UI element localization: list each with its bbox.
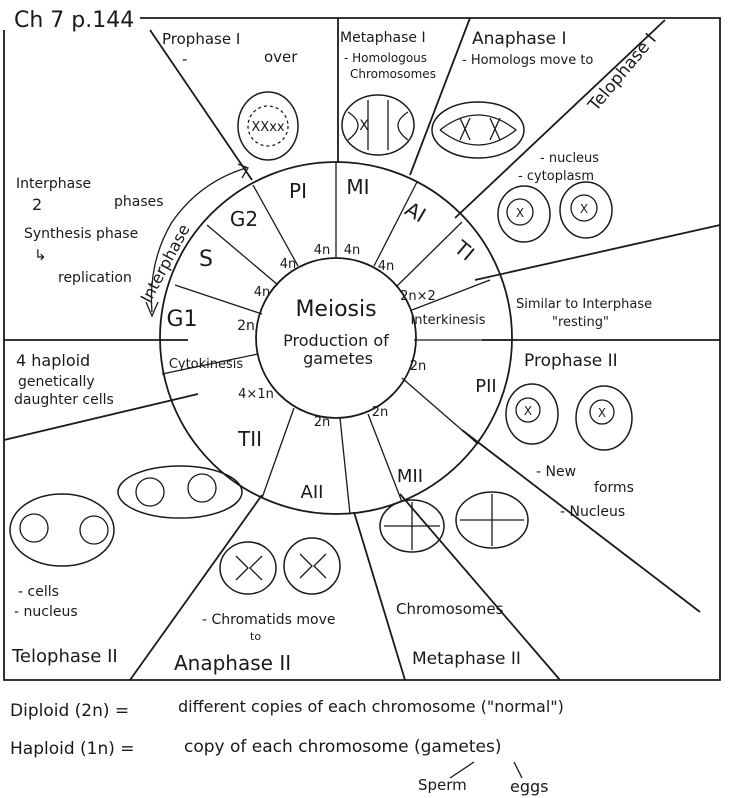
interphase-note-l2: 2 <box>32 195 42 214</box>
ring-label-s: S <box>199 247 213 272</box>
prophase-2-note3: - Nucleus <box>560 504 625 520</box>
metaphase-2-note: Chromosomes <box>396 600 504 618</box>
prophase-2-cells: X X <box>505 383 633 451</box>
ploidy-aii: 2n <box>314 415 331 430</box>
haploid-label: Haploid (1n) = <box>10 739 135 759</box>
center-title: Meiosis <box>295 297 376 322</box>
metaphase-2-cells <box>379 491 529 553</box>
prophase-2-note2: forms <box>594 480 634 496</box>
prophase-2-chromosome-a: X <box>524 404 532 418</box>
interphase-note-l4: ↳ <box>34 246 47 264</box>
sperm-label: Sperm <box>418 776 467 794</box>
telophase-1-cells: X X <box>497 181 613 243</box>
prophase-2-note1: - New <box>536 464 576 480</box>
ring-label-metaphase-2: MII <box>397 466 423 487</box>
prophase-1-note: over <box>264 48 298 66</box>
ring-label-metaphase-1: MI <box>346 175 369 199</box>
sperm-connector <box>449 761 475 779</box>
ring-label-cytokinesis: Cytokinesis <box>169 357 244 372</box>
anaphase-2-note2: to <box>250 630 261 643</box>
ploidy-tii: 4×1n <box>238 387 274 402</box>
prophase-1-dash: - <box>182 50 187 68</box>
diploid-text: different copies of each chromosome ("no… <box>178 697 564 716</box>
diploid-label: Diploid (2n) = <box>10 701 129 721</box>
interphase-arrow-head <box>145 301 159 318</box>
interkinesis-note-l1: Similar to Interphase <box>516 297 652 312</box>
anaphase-2-title: Anaphase II <box>174 651 291 675</box>
ring-label-anaphase-1: AI <box>401 197 430 228</box>
ring-label-anaphase-2: AII <box>301 482 324 503</box>
metaphase-1-chromosome: X <box>359 118 369 134</box>
prophase-2-chromosome-b: X <box>598 406 606 420</box>
interphase-note-l3: Synthesis phase <box>24 226 138 242</box>
interphase-arrow <box>150 167 247 313</box>
ring-dividers <box>161 162 512 515</box>
prophase-1-cell: XXxx <box>237 91 299 161</box>
interphase-note-l5: replication <box>58 270 132 286</box>
interphase-note-l1: Interphase <box>16 176 91 192</box>
outer-frame <box>3 17 721 681</box>
ring-label-telophase-2: TII <box>237 427 262 451</box>
prophase-2-title: Prophase II <box>524 351 618 371</box>
interkinesis-note-l2: "resting" <box>552 315 609 330</box>
eggs-label: eggs <box>510 777 549 796</box>
interphase-note-l2b: phases <box>114 194 164 210</box>
ploidy-mi: 4n <box>314 243 331 258</box>
ploidy-pi: 4n <box>280 257 297 272</box>
ploidy-pii: 2n <box>410 359 427 374</box>
cytokinesis-note-l1: 4 haploid <box>16 351 90 370</box>
ring-label-prophase-1: PI <box>289 179 307 203</box>
anaphase-2-cells <box>219 537 341 595</box>
center-line1: Production of <box>283 331 389 350</box>
telophase-1-note1: - nucleus <box>540 151 599 166</box>
ring-label-interkinesis: Interkinesis <box>410 313 485 328</box>
ploidy-ai-b: 4n <box>378 259 395 274</box>
telophase-2-note2: - nucleus <box>14 604 78 620</box>
ring-label-g2: G2 <box>230 207 258 231</box>
metaphase-1-note2: Chromosomes <box>350 67 436 81</box>
cytokinesis-note-l2: genetically <box>18 374 95 390</box>
metaphase-1-note1: - Homologous <box>344 51 427 65</box>
anaphase-2-note1: - Chromatids move <box>202 612 336 628</box>
telophase-1-chromosome-a: X <box>516 206 524 220</box>
telophase-1-note2: - cytoplasm <box>518 169 594 184</box>
telophase-2-note1: - cells <box>18 584 59 600</box>
ring-label-telophase-1: TI <box>449 235 479 266</box>
ploidy-ai: 4n <box>344 243 361 258</box>
telophase-2-cells <box>9 465 243 567</box>
radial-spokes <box>3 17 721 681</box>
metaphase-2-title: Metaphase II <box>412 649 521 669</box>
metaphase-1-cell: X <box>341 94 415 156</box>
anaphase-1-title: Anaphase I <box>472 29 567 49</box>
prophase-1-chromosomes: XXxx <box>251 120 285 135</box>
cytokinesis-note-l3: daughter cells <box>14 392 114 408</box>
telophase-1-title: Telophase I <box>584 30 661 116</box>
metaphase-1-title: Metaphase I <box>340 30 426 46</box>
ploidy-g1: 4n <box>254 285 271 300</box>
inner-circle <box>255 257 417 419</box>
center-line2: gametes <box>303 349 373 368</box>
interphase-arrow-tail <box>237 163 249 179</box>
page-header: Ch 7 p.144 <box>14 8 134 33</box>
ring-label-prophase-2: PII <box>475 376 496 397</box>
haploid-text: copy of each chromosome (gametes) <box>184 737 501 757</box>
ploidy-mii: 2n <box>372 405 389 420</box>
telophase-1-chromosome-b: X <box>580 202 588 216</box>
prophase-1-title: Prophase I <box>162 30 240 48</box>
eggs-connector <box>513 761 523 779</box>
ploidy-g1-b: 2n <box>237 318 255 334</box>
telophase-2-title: Telophase II <box>11 646 118 667</box>
ploidy-ti: 2n×2 <box>400 289 436 304</box>
anaphase-1-note: - Homologs move to <box>462 53 593 68</box>
anaphase-1-cell <box>431 101 525 159</box>
ring-label-g1: G1 <box>166 307 197 332</box>
